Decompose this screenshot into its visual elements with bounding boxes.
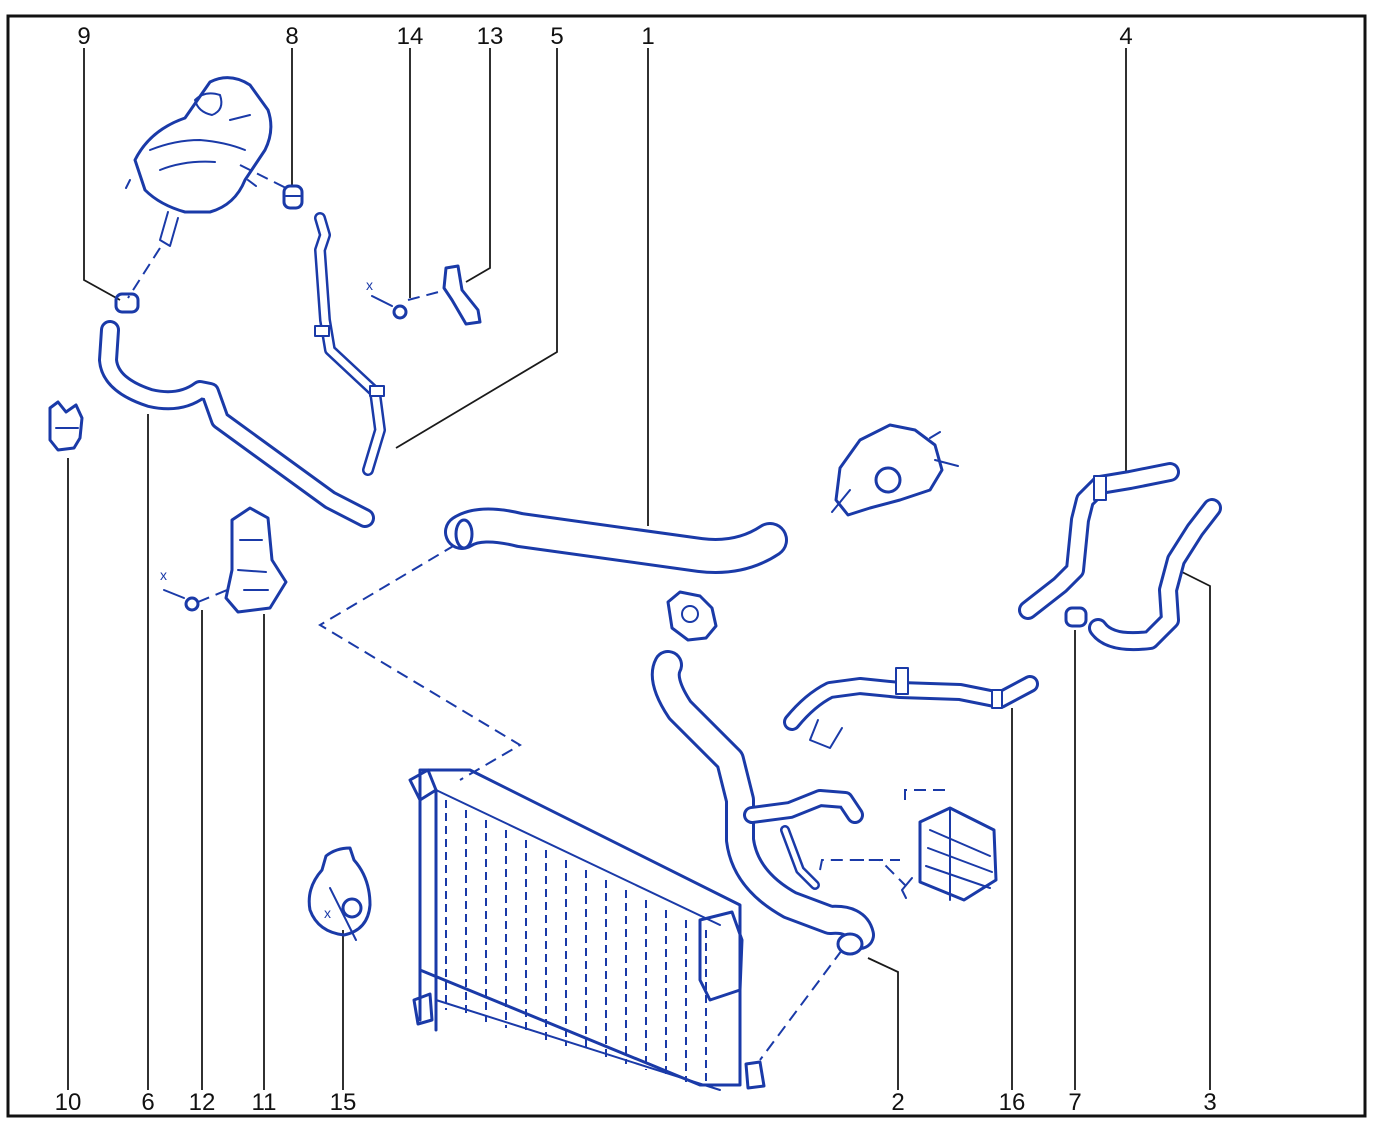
callout-6: 6	[141, 1089, 154, 1116]
radiator	[408, 768, 766, 1091]
callout-12: 12	[189, 1089, 216, 1116]
assembly-line-tank-to-clamp	[127, 247, 161, 299]
mark-x-a: x	[366, 277, 373, 293]
heat-exchanger	[901, 806, 998, 902]
callout-16: 16	[999, 1089, 1026, 1116]
leader-13	[465, 48, 491, 283]
callout-5: 5	[550, 23, 563, 50]
leader-9	[83, 48, 121, 301]
assembly-line-bracket13	[407, 289, 447, 301]
expansion-tank	[125, 76, 273, 247]
leader-2	[867, 957, 899, 1090]
assembly-line-cooler	[819, 789, 945, 886]
water-outlet	[666, 590, 718, 642]
callout-7: 7	[1068, 1089, 1081, 1116]
callout-2: 2	[891, 1089, 904, 1116]
mark-x-b: x	[160, 567, 167, 583]
leader-5	[395, 48, 558, 449]
hose-6	[98, 320, 375, 528]
callout-4: 4	[1119, 23, 1132, 50]
callout-8: 8	[285, 23, 298, 50]
hose-clamp-8	[282, 184, 304, 210]
assembly-line-tank-to-clamp8	[239, 164, 291, 191]
hose-4	[1018, 462, 1180, 620]
assembly-line-hose2-to-radiator	[759, 949, 843, 1061]
callout-9: 9	[77, 23, 90, 50]
radiator-fins	[445, 800, 707, 1085]
lower-radiator-hose-2	[650, 650, 875, 956]
mark-x-c: x	[324, 905, 331, 921]
bracket-11	[224, 506, 288, 614]
clip-10	[48, 400, 84, 452]
callout-labels: 9 8 14 13 5 1 4 10 6 12 11 15 2 16 7 3	[55, 23, 1217, 1116]
hose-5	[314, 212, 386, 476]
bolt-12: x	[160, 567, 200, 612]
callout-1: 1	[641, 23, 654, 50]
diagram-frame	[6, 14, 1367, 1118]
upper-radiator-hose-1	[444, 507, 788, 574]
bracket-13	[442, 264, 482, 326]
callout-11: 11	[252, 1089, 277, 1116]
leader-lines	[67, 48, 1211, 1090]
callout-3: 3	[1203, 1089, 1216, 1116]
bolt-14: x	[366, 277, 408, 320]
callout-13: 13	[477, 23, 504, 50]
assembly-lines	[127, 164, 945, 1061]
callout-14: 14	[397, 23, 424, 50]
hose-clamp-7	[1064, 606, 1088, 628]
hose-3	[1088, 498, 1222, 652]
thermostat-housing	[831, 423, 959, 517]
hose-clamp-9	[114, 292, 140, 314]
assembly-line-hose1-to-radiator	[318, 544, 522, 781]
leader-4	[1099, 48, 1127, 483]
callout-10: 10	[55, 1089, 82, 1116]
hose-16	[783, 667, 1039, 749]
callout-15: 15	[330, 1089, 357, 1116]
air-duct-15: x	[307, 846, 372, 941]
leader-3	[1181, 571, 1211, 1090]
